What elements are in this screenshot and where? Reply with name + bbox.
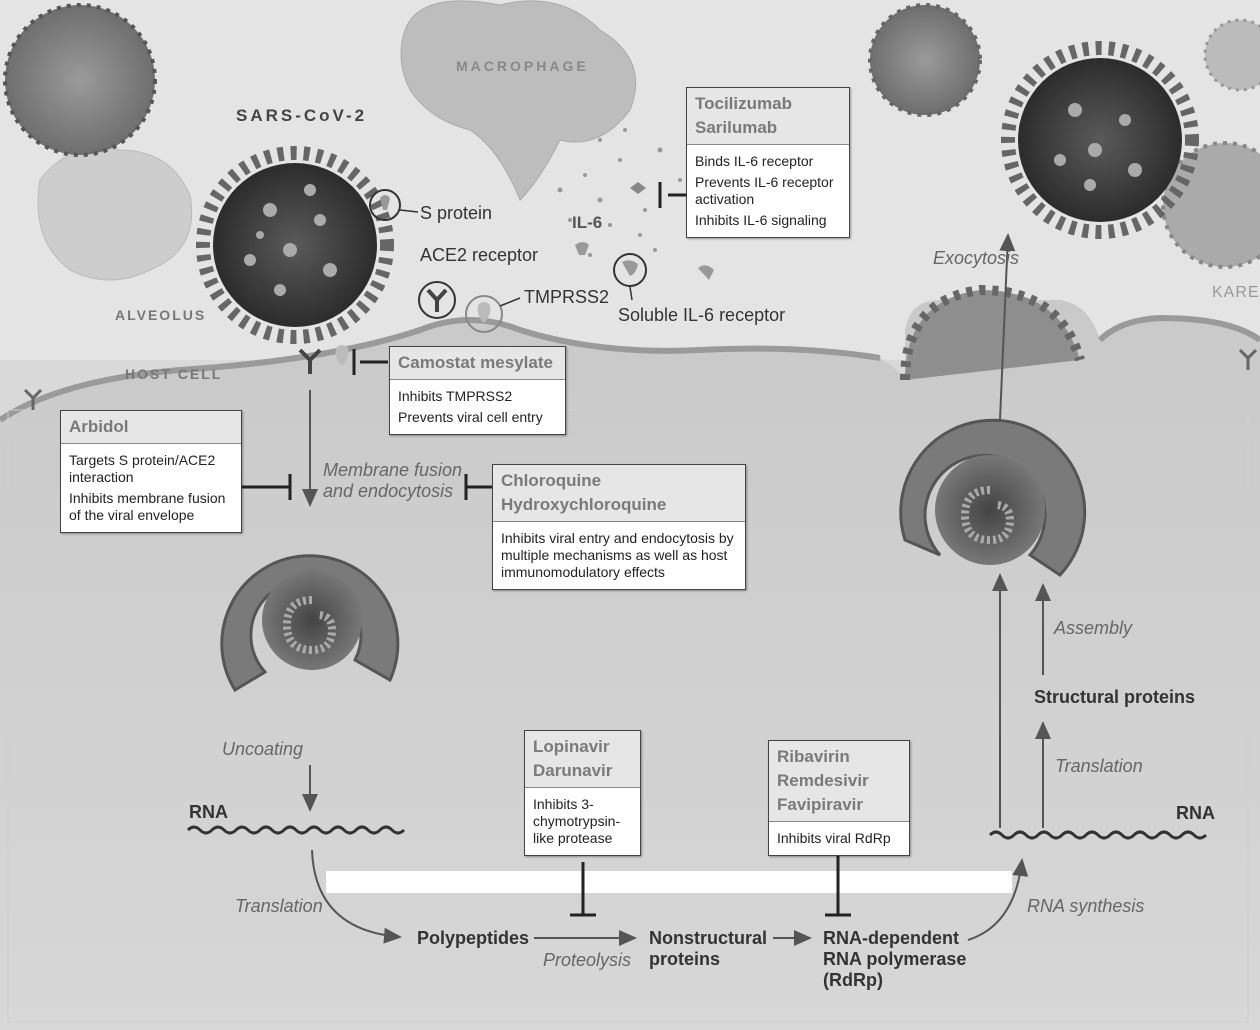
drug-effect: Inhibits IL-6 signaling xyxy=(695,212,841,229)
drug-box-title: Arbidol xyxy=(61,411,241,444)
drug-box-body: Targets S protein/ACE2 interaction Inhib… xyxy=(61,444,241,532)
drug-effect: Prevents IL-6 receptor activation xyxy=(695,174,841,208)
membrane-fusion-label-1: Membrane fusion xyxy=(323,460,462,481)
drug-box-title: Lopinavir Darunavir xyxy=(525,731,640,788)
drug-box-tocilizumab: Tocilizumab Sarilumab Binds IL-6 recepto… xyxy=(686,87,850,238)
drug-effect: Targets S protein/ACE2 interaction xyxy=(69,452,233,486)
drug-name: Tocilizumab xyxy=(695,92,841,116)
translation-label-right: Translation xyxy=(1055,756,1143,777)
drug-box-body: Inhibits viral RdRp xyxy=(769,822,909,855)
drug-box-title: Ribavirin Remdesivir Favipiravir xyxy=(769,741,909,822)
s-protein-label: S protein xyxy=(420,203,492,224)
rdrp-label-3: (RdRp) xyxy=(823,970,883,991)
rna-label-right: RNA xyxy=(1176,803,1215,824)
drug-name: Favipiravir xyxy=(777,793,901,817)
rna-synthesis-label: RNA synthesis xyxy=(1027,896,1144,917)
drug-effect: Binds IL-6 receptor xyxy=(695,153,841,170)
drug-effect: Inhibits viral RdRp xyxy=(777,830,901,847)
drug-name: Hydroxychloroquine xyxy=(501,493,737,517)
polypeptides-label: Polypeptides xyxy=(417,928,529,949)
membrane-fusion-label-2: and endocytosis xyxy=(323,481,453,502)
macrophage-label: MACROPHAGE xyxy=(456,58,589,74)
assembly-label: Assembly xyxy=(1054,618,1132,639)
drug-box-camostat: Camostat mesylate Inhibits TMPRSS2 Preve… xyxy=(389,346,566,435)
drug-box-lopinavir: Lopinavir Darunavir Inhibits 3-chymotryp… xyxy=(524,730,641,856)
translation-label-left: Translation xyxy=(235,896,323,917)
drug-effect: Prevents viral cell entry xyxy=(398,409,557,426)
rna-label-left: RNA xyxy=(189,802,228,823)
tmprss2-label: TMPRSS2 xyxy=(524,287,609,308)
soluble-il6-receptor-label: Soluble IL-6 receptor xyxy=(618,305,785,326)
drug-box-body: Binds IL-6 receptor Prevents IL-6 recept… xyxy=(687,145,849,237)
drug-box-title: Camostat mesylate xyxy=(390,347,565,380)
drug-name: Lopinavir xyxy=(533,735,632,759)
drug-name: Remdesivir xyxy=(777,769,901,793)
drug-name: Darunavir xyxy=(533,759,632,783)
exocytosis-label: Exocytosis xyxy=(933,248,1019,269)
host-cell-label: HOST CELL xyxy=(125,366,222,382)
rdrp-label-1: RNA-dependent xyxy=(823,928,959,949)
rdrp-label-2: RNA polymerase xyxy=(823,949,966,970)
drug-name: Camostat mesylate xyxy=(398,351,557,375)
drug-box-chloroquine: Chloroquine Hydroxychloroquine Inhibits … xyxy=(492,464,746,590)
drug-box-body: Inhibits 3-chymotrypsin-like protease xyxy=(525,788,640,855)
drug-box-title: Chloroquine Hydroxychloroquine xyxy=(493,465,745,522)
drug-box-ribavirin: Ribavirin Remdesivir Favipiravir Inhibit… xyxy=(768,740,910,856)
nonstructural-label-2: proteins xyxy=(649,949,720,970)
artist-signature: KAREN xyxy=(1212,284,1260,302)
drug-effect: Inhibits TMPRSS2 xyxy=(398,388,557,405)
drug-name: Ribavirin xyxy=(777,745,901,769)
drug-name: Chloroquine xyxy=(501,469,737,493)
drug-box-title: Tocilizumab Sarilumab xyxy=(687,88,849,145)
virus-label: SARS-CoV-2 xyxy=(236,106,367,126)
uncoating-label: Uncoating xyxy=(222,739,303,760)
drug-box-body: Inhibits viral entry and endocytosis by … xyxy=(493,522,745,589)
drug-effect: Inhibits viral entry and endocytosis by … xyxy=(501,530,737,581)
ace2-receptor-label: ACE2 receptor xyxy=(420,245,538,266)
drug-box-body: Inhibits TMPRSS2 Prevents viral cell ent… xyxy=(390,380,565,434)
drug-name: Sarilumab xyxy=(695,116,841,140)
structural-proteins-label: Structural proteins xyxy=(1034,687,1195,708)
nonstructural-label-1: Nonstructural xyxy=(649,928,767,949)
drug-effect: Inhibits membrane fusion of the viral en… xyxy=(69,490,233,524)
alveolus-label: ALVEOLUS xyxy=(115,307,206,323)
drug-box-arbidol: Arbidol Targets S protein/ACE2 interacti… xyxy=(60,410,242,533)
il6-label: IL-6 xyxy=(572,213,602,233)
drug-effect: Inhibits 3-chymotrypsin-like protease xyxy=(533,796,632,847)
drug-name: Arbidol xyxy=(69,415,233,439)
proteolysis-label: Proteolysis xyxy=(543,950,631,971)
